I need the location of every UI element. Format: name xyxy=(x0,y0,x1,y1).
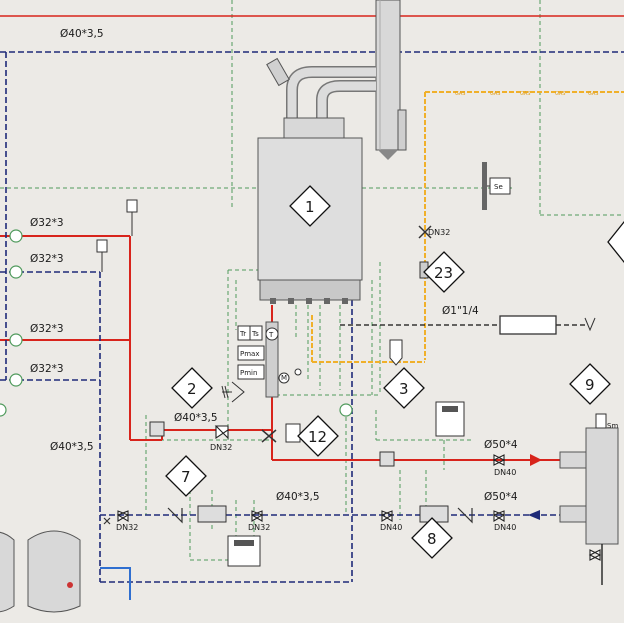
pipe-label: Ø40*3,5 xyxy=(50,441,94,453)
strainers xyxy=(103,507,473,525)
temp-sensors xyxy=(0,229,353,417)
marker-12-label: 12 xyxy=(308,428,327,446)
condensate-trap xyxy=(389,339,403,366)
supply-arrow-icon xyxy=(530,454,542,466)
dn-label: DN40 xyxy=(380,523,402,532)
pipe-label: Ø40*3,5 xyxy=(174,412,218,424)
marker-8-label: 8 xyxy=(427,530,437,548)
gas-label: GAS xyxy=(520,91,530,97)
se-label: Se xyxy=(494,183,503,191)
manometer-icon xyxy=(278,372,290,384)
pipe-label-top: Ø40*3,5 xyxy=(60,28,104,40)
ts-label: Ts xyxy=(251,330,259,338)
pipe-label: Ø32*3 xyxy=(30,253,64,265)
hydraulic-separator-vessel: Sm xyxy=(559,413,619,585)
pipe-label: Ø50*4 xyxy=(484,491,518,503)
gas-inlet-icon xyxy=(584,317,596,332)
thermometer-icon xyxy=(265,327,279,341)
marker-3-label: 3 xyxy=(399,380,409,398)
gas-label: GAS xyxy=(490,91,500,97)
pipe-label: Ø32*3 xyxy=(30,323,64,335)
dn-label: DN32 xyxy=(428,228,450,237)
pipe-label: Ø1"1/4 xyxy=(442,305,479,317)
gas-pipes xyxy=(311,91,624,363)
return-arrow-icon xyxy=(528,510,540,520)
marker-2-label: 2 xyxy=(187,380,197,398)
gas-filter xyxy=(499,315,557,335)
dn-label: DN40 xyxy=(494,468,516,477)
pipe-label: Ø50*4 xyxy=(484,439,518,451)
gas-labels: GAS GAS GAS GAS GAS xyxy=(455,91,598,97)
tr-label: Tr xyxy=(239,330,246,338)
dn-label: DN32 xyxy=(210,443,232,452)
marker-23-label: 23 xyxy=(434,264,453,282)
pmax-label: Pmax xyxy=(240,350,259,358)
dn-label: DN32 xyxy=(116,523,138,532)
safety-valve-unit xyxy=(221,381,301,443)
component-markers xyxy=(165,185,624,559)
expansion-tanks xyxy=(0,530,81,613)
sm-label: Sm xyxy=(607,422,618,430)
m-label: M xyxy=(281,374,287,382)
gas-label: GAS xyxy=(588,91,598,97)
t-label: T xyxy=(268,331,274,339)
pmin-label: Pmin xyxy=(240,369,257,377)
sensor-panel: Tr Ts Pmax Pmin T M xyxy=(237,321,302,398)
gas-label: GAS xyxy=(455,91,465,97)
marker-1-label: 1 xyxy=(305,198,315,216)
air-vents xyxy=(96,199,138,272)
pumps xyxy=(149,421,449,523)
pipe-label: Ø40*3,5 xyxy=(276,491,320,503)
dn-label: DN40 xyxy=(494,523,516,532)
control-wiring xyxy=(0,0,624,561)
gas-label: GAS xyxy=(555,91,565,97)
flue-system xyxy=(266,0,407,160)
pipe-label: Ø32*3 xyxy=(30,363,64,375)
valves xyxy=(116,425,602,561)
pipe-label: Ø32*3 xyxy=(30,217,64,229)
outdoor-sensor: Se xyxy=(482,162,511,210)
marker-7-label: 7 xyxy=(181,468,191,486)
dn-label: DN32 xyxy=(248,523,270,532)
marker-9-label: 9 xyxy=(585,376,595,394)
drain-pipe xyxy=(100,567,131,600)
